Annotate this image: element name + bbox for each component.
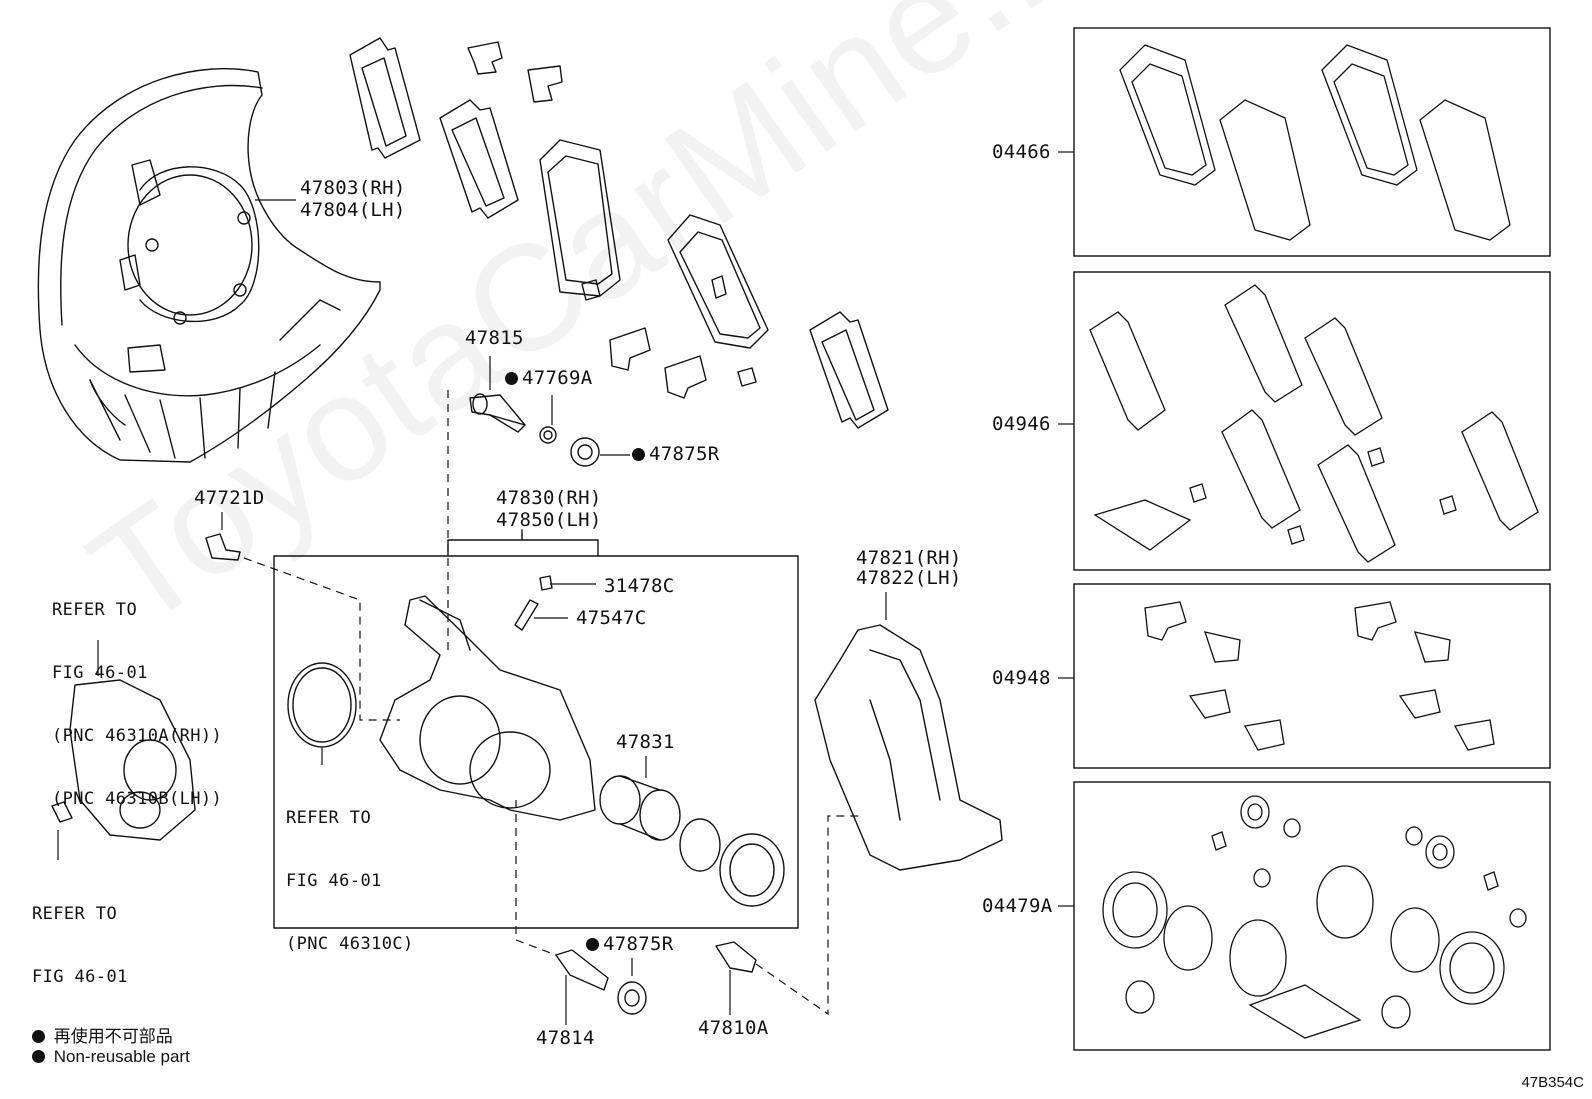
piston-drawing [599,775,785,907]
label-47822[interactable]: 47822(LH) [856,567,962,589]
label-47547c[interactable]: 47547C [576,607,647,629]
refer-line: REFER TO [32,904,118,924]
label-47875r-bottom-text: 47875R [603,933,674,955]
dust-shield-drawing [37,68,381,463]
label-47810a[interactable]: 47810A [698,1017,769,1039]
kit-04466-pads [1119,44,1511,241]
label-47830[interactable]: 47830(RH) [496,487,602,509]
label-31478c[interactable]: 31478C [604,575,675,597]
label-47803[interactable]: 47803(RH) [300,177,406,199]
slide-pin-bottom [555,941,757,1015]
kit-04946-shims [1089,284,1539,563]
label-47831[interactable]: 47831 [616,731,675,753]
refer-line: REFER TO [286,808,372,828]
shim-drawings [349,37,889,429]
label-47804[interactable]: 47804(LH) [300,199,406,221]
label-47875r-top[interactable]: 47875R [632,444,719,465]
refer-line: FIG 46-01 [32,967,128,987]
label-47769a[interactable]: 47769A [505,368,592,389]
non-reusable-dot-icon [505,372,518,385]
label-47815[interactable]: 47815 [465,327,524,349]
caliper-sub-assembly-drawing [51,679,196,841]
refer-note-middle[interactable]: REFER TO FIG 46-01 (PNC 46310C) [286,766,414,976]
dashed-guides [243,390,860,1016]
label-47821[interactable]: 47821(RH) [856,547,962,569]
refer-line: FIG 46-01 [52,663,148,683]
bleeder-cap-drawing [539,575,553,591]
label-04479a[interactable]: 04479A [982,895,1053,917]
bleeder-plug-screw-drawing [514,599,539,631]
refer-line: FIG 46-01 [286,871,382,891]
label-04946[interactable]: 04946 [992,413,1051,435]
refer-line: (PNC 46310C) [286,934,414,954]
kit-boxes [1073,27,1551,1051]
slide-pin-top [469,393,600,467]
refer-line: (PNC 46310B(LH)) [52,789,223,809]
caliper-assembly-frame [273,555,799,929]
label-04466[interactable]: 04466 [992,141,1051,163]
leader-lines [57,151,1074,1025]
legend-en-text: Non-reusable part [53,1047,190,1066]
bleeder-plug-drawing [205,533,241,561]
label-47875r-bottom[interactable]: 47875R [586,934,673,955]
refer-line: (PNC 46310A(RH)) [52,726,223,746]
kit-04948-clips [1144,601,1495,751]
kit-04479a-seals [1102,795,1527,1039]
label-04948[interactable]: 04948 [992,667,1051,689]
non-reusable-dot-icon [586,938,599,951]
label-47814[interactable]: 47814 [536,1027,595,1049]
refer-note-top[interactable]: REFER TO FIG 46-01 (PNC 46310A(RH)) (PNC… [52,558,222,831]
label-47721d[interactable]: 47721D [194,487,265,509]
label-47769a-text: 47769A [522,367,593,389]
legend-jp: 再使用不可部品 [32,1022,173,1047]
non-reusable-dot-icon [632,448,645,461]
label-47875r-top-text: 47875R [649,443,720,465]
seal-ring-drawing [287,662,357,748]
caliper-leader [447,529,599,557]
non-reusable-dot-icon [32,1030,45,1043]
non-reusable-dot-icon [32,1050,45,1063]
caliper-body-drawing [379,595,596,821]
mounting-bracket-drawing [814,624,1003,871]
refer-line: REFER TO [52,600,138,620]
label-47850[interactable]: 47850(LH) [496,509,602,531]
legend-jp-text: 再使用不可部品 [53,1027,173,1046]
brake-pad-drawings [539,139,769,349]
refer-note-bottom[interactable]: REFER TO FIG 46-01 [32,862,128,1009]
diagram-code: 47B354C [1521,1074,1584,1091]
legend-en: Non-reusable part [32,1047,190,1067]
